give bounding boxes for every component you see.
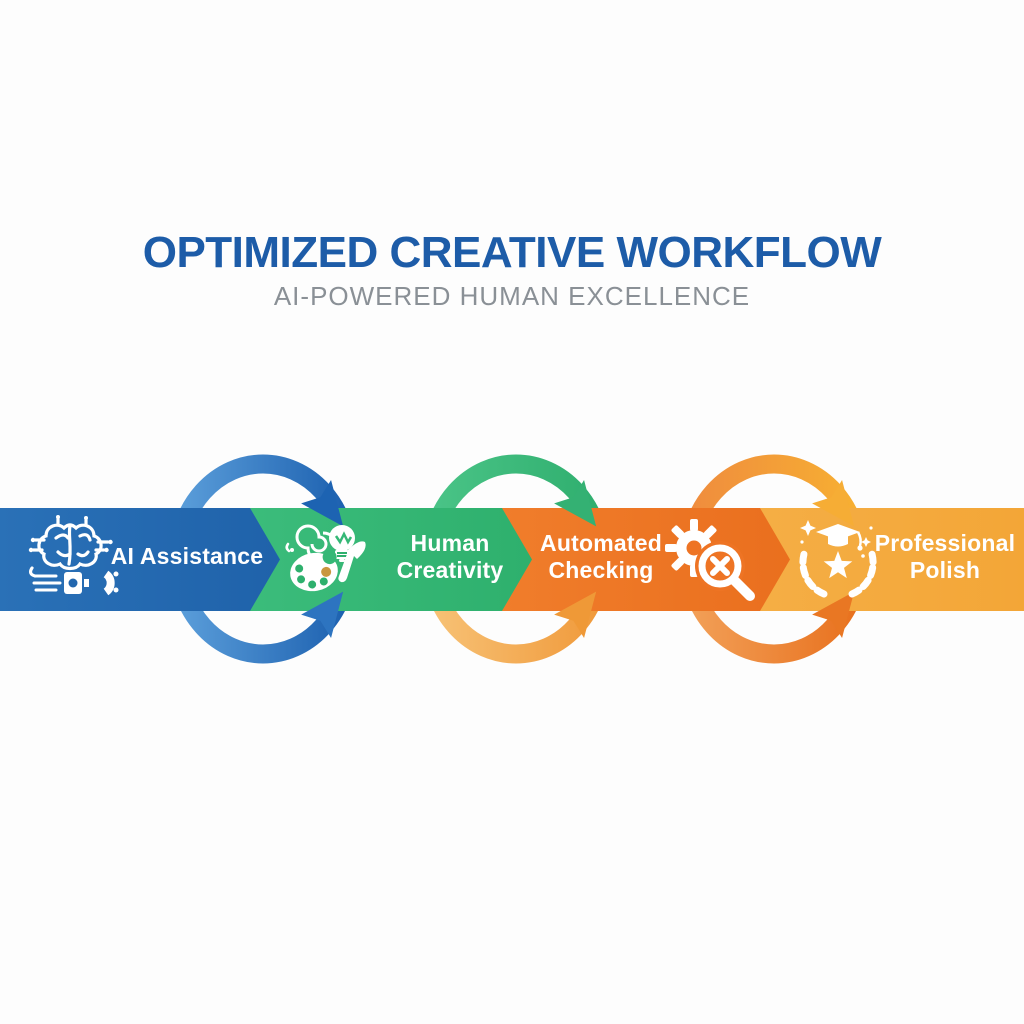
gear-magnifier-x-icon: [665, 519, 755, 601]
laurel-star-gradcap-icon: [799, 520, 877, 598]
step-label-line: Automated: [540, 530, 662, 556]
step-label-line: AI Assistance: [110, 543, 264, 569]
ai-brain-circuit-icon: [28, 515, 119, 596]
step-label-line: Polish: [909, 557, 981, 583]
step-label-line: Creativity: [396, 557, 504, 583]
workflow-diagram: [0, 440, 1024, 680]
step-label-line: Human: [410, 530, 490, 556]
page-title: OPTIMIZED CREATIVE WORKFLOW: [142, 228, 882, 277]
palette-bulb-brush-icon: [285, 524, 366, 592]
page-subtitle: AI-POWERED HUMAN EXCELLENCE: [273, 281, 751, 311]
step-label-professional-polish: Professional Polish: [840, 530, 1024, 584]
step-label-human-creativity: Human Creativity: [345, 530, 555, 584]
step-label-automated-checking: Automated Checking: [496, 530, 706, 584]
workflow-diagram-svg: [0, 454, 1024, 664]
step-label-line: Professional: [874, 530, 1016, 556]
step-label-ai-assistance: AI Assistance: [82, 543, 292, 570]
step-label-line: Checking: [548, 557, 654, 583]
